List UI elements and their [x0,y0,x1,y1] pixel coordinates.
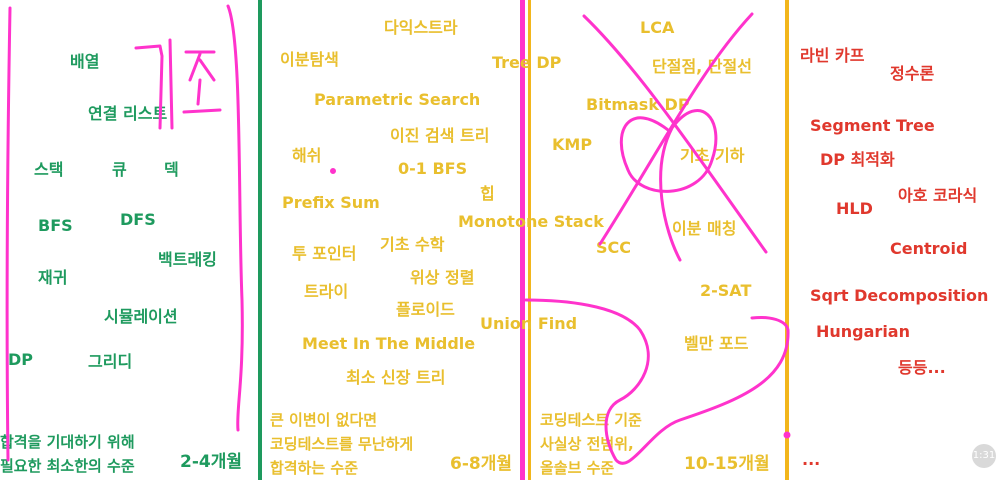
duration-label: 10-15개월 [684,454,770,474]
topic: Sqrt Decomposition [810,286,989,305]
topic: 스택 [34,160,64,179]
topic: 기초 기하 [680,146,745,165]
topic: DP 최적화 [820,150,895,169]
topic: 아호 코라식 [898,186,978,205]
topic: Meet In The Middle [302,334,476,353]
divider-yellow [528,0,531,480]
topic: 이분 매칭 [672,219,737,238]
topic: Union Find [480,314,578,333]
topic: 배열 [70,52,100,71]
topic: LCA [640,18,675,37]
topic: Tree DP [492,53,562,72]
topic: HLD [836,199,873,218]
topic: SCC [596,238,632,257]
topic: 해쉬 [292,146,322,165]
topic: Prefix Sum [282,193,380,212]
duration-label: 6-8개월 [450,454,512,474]
topic: 위상 정렬 [410,268,475,287]
topic: 그리디 [88,352,133,371]
topic: 단절점, 단절선 [652,57,752,76]
topic: 투 포인터 [292,244,357,263]
topic: Centroid [890,239,968,258]
topic: Monotone Stack [458,212,604,231]
column1-outline-right [226,4,244,432]
topic: Bitmask DP [586,95,690,114]
topic: 등등... [898,358,946,377]
ink-dot [330,168,336,174]
topic: DP [8,350,34,369]
footer-line: 코딩테스트를 무난하게 [270,435,414,453]
topic: 다익스트라 [384,18,458,37]
divider-green [258,0,262,480]
footer-line: 합격하는 수준 [270,459,359,477]
footer-line: 큰 이변이 없다면 [270,411,378,429]
topic: 트라이 [304,282,349,301]
topic: 이분탐색 [280,50,339,69]
topic: 연결 리스트 [88,104,168,123]
column1-outline-left [5,6,12,462]
topic: KMP [552,135,593,154]
topic: 0-1 BFS [398,159,468,178]
topic: BFS [38,216,73,235]
topic: 큐 [112,160,127,179]
topic: 시뮬레이션 [104,307,178,326]
cross-stroke-1 [582,14,768,254]
footer-line: 필요한 최소한의 수준 [0,457,135,475]
topic: 이진 검색 트리 [390,126,490,145]
duration-label: 2-4개월 [180,452,242,472]
topic: 벨만 포드 [684,334,749,353]
topic: 백트래킹 [158,250,217,269]
topic: 라빈 카프 [800,46,865,65]
topic: 정수론 [890,64,935,83]
topic: DFS [120,210,156,229]
topic: 최소 신장 트리 [346,368,446,387]
cross-stroke-2 [598,12,754,246]
topic: 힙 [480,184,495,203]
topic: 기초 수학 [380,235,445,254]
topic: 플로이드 [396,300,455,319]
divider-pink [520,0,525,480]
topic: 재귀 [38,268,68,287]
topic: Parametric Search [314,90,481,109]
footer-line: 합격을 기대하기 위해 [0,433,135,451]
topic: Hungarian [816,322,910,341]
footer-line: 사실상 전범위, [540,435,634,453]
footer-line: ... [802,450,821,469]
corner-badge: 1:31 [972,444,996,468]
divider-yellow-right [785,0,789,480]
topic: 덱 [164,160,179,179]
topic: 2-SAT [700,281,752,300]
topic: Segment Tree [810,116,935,135]
footer-line: 코딩테스트 기준 [540,411,642,429]
footer-line: 올솔브 수준 [540,459,615,477]
